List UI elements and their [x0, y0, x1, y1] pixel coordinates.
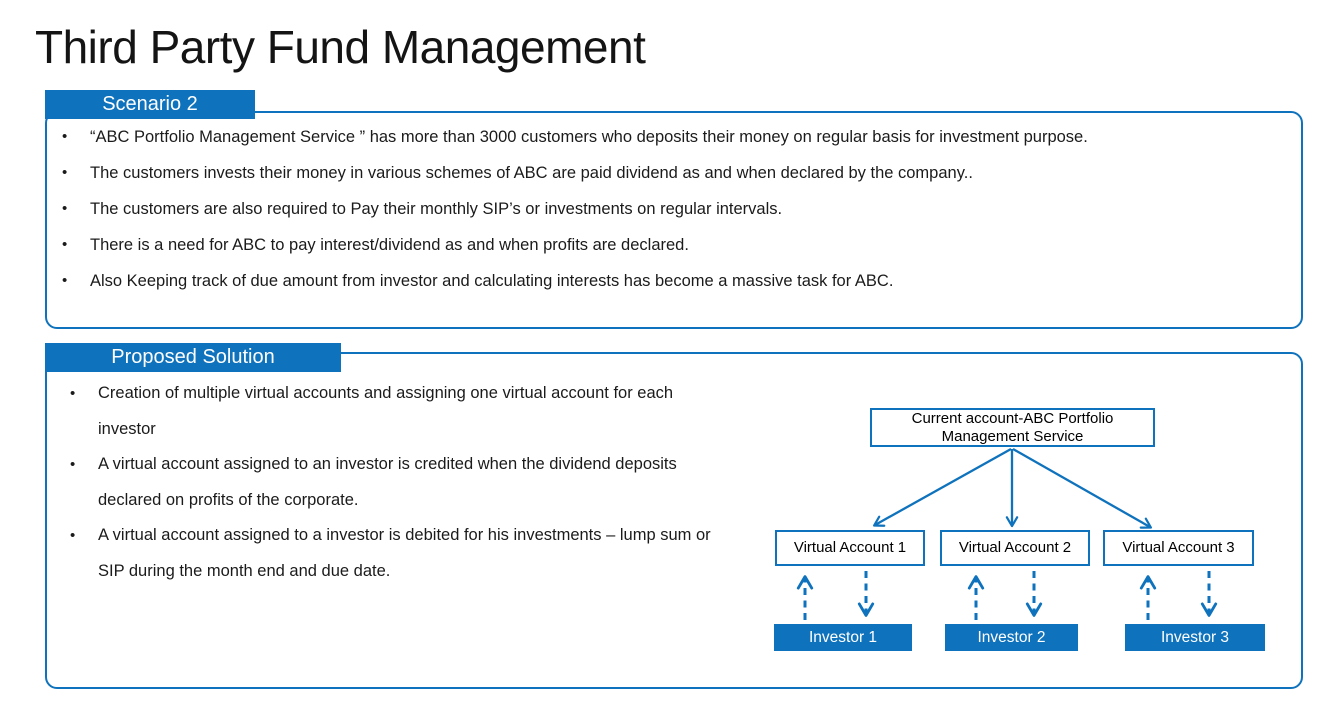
solution-bullet-3: A virtual account assigned to a investor…	[68, 518, 716, 589]
scenario-bullet-list: “ABC Portfolio Management Service ” has …	[60, 119, 1260, 299]
scenario-bullet-3: The customers are also required to Pay t…	[60, 191, 1260, 227]
diagram-virtual-account-2-box: Virtual Account 2	[940, 530, 1090, 566]
diagram-investor-1-box: Investor 1	[774, 624, 912, 651]
diagram-root-box: Current account-ABC Portfolio Management…	[870, 408, 1155, 447]
solution-bullet-1: Creation of multiple virtual accounts an…	[68, 376, 716, 447]
scenario-bullet-1: “ABC Portfolio Management Service ” has …	[60, 119, 1260, 155]
scenario-header-label: Scenario 2	[102, 93, 198, 115]
scenario-bullet-4: There is a need for ABC to pay interest/…	[60, 227, 1260, 263]
solution-bullet-list: Creation of multiple virtual accounts an…	[68, 376, 716, 589]
scenario-bullet-5: Also Keeping track of due amount from in…	[60, 263, 1260, 299]
diagram-virtual-account-1-box: Virtual Account 1	[775, 530, 925, 566]
solution-bullet-2: A virtual account assigned to an investo…	[68, 447, 716, 518]
solution-header-label: Proposed Solution	[111, 346, 275, 368]
scenario-bullet-2: The customers invests their money in var…	[60, 155, 1260, 191]
diagram-virtual-account-3-box: Virtual Account 3	[1103, 530, 1254, 566]
diagram-investor-2-box: Investor 2	[945, 624, 1078, 651]
solution-header-tab: Proposed Solution	[45, 343, 341, 372]
page-title: Third Party Fund Management	[35, 21, 646, 73]
diagram-investor-3-box: Investor 3	[1125, 624, 1265, 651]
scenario-header-tab: Scenario 2	[45, 90, 255, 119]
